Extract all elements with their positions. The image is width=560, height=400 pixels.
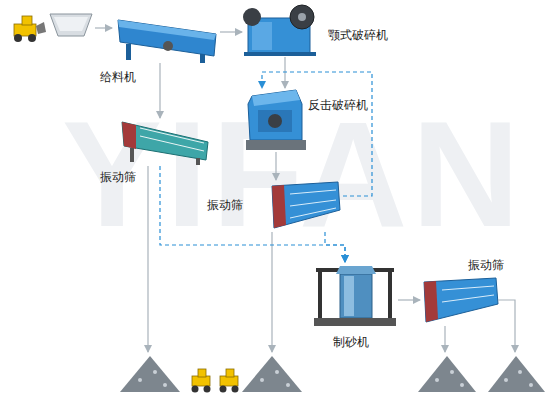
machine-node: 制砂机 — [312, 262, 398, 328]
hopper-icon — [50, 14, 92, 36]
output-lines — [148, 166, 515, 352]
machine-label: 反击破碎机 — [308, 98, 368, 112]
machine-node: 振动筛 — [118, 118, 213, 166]
machine-node: 颚式破碎机 — [242, 5, 320, 57]
return-flow-line — [262, 72, 372, 196]
feed-arrow — [95, 27, 112, 28]
stone-piles — [120, 356, 545, 392]
loader-icon — [14, 16, 46, 42]
return-flow-line — [160, 166, 345, 262]
return-flow-line — [325, 232, 345, 262]
vibrating-screen-machine — [272, 182, 340, 228]
machine-label: 制砂机 — [333, 335, 369, 349]
machine-label: 给料机 — [100, 70, 136, 84]
feeder-machine — [118, 20, 216, 63]
machine-node: 给料机 — [115, 15, 220, 63]
machine-node: 振动筛 — [420, 276, 500, 326]
flow-arrow — [398, 299, 420, 300]
flow-arrow — [220, 31, 242, 32]
machine-label: 颚式破碎机 — [328, 28, 388, 42]
flow-arrow — [275, 152, 276, 180]
machine-node: 反击破碎机 — [246, 88, 306, 152]
machine-label: 振动筛 — [468, 258, 504, 272]
machine-node: 振动筛 — [268, 180, 343, 232]
impact-crusher-machine — [246, 90, 306, 150]
sand-maker-machine — [314, 266, 396, 326]
loader-icon — [192, 369, 239, 393]
jaw-crusher-machine — [243, 5, 316, 56]
flow-arrow — [159, 63, 160, 118]
vibrating-screen-machine — [424, 278, 498, 322]
vibrating-screen-machine — [122, 122, 208, 165]
machine-label: 振动筛 — [100, 170, 136, 184]
machine-label: 振动筛 — [207, 198, 243, 212]
